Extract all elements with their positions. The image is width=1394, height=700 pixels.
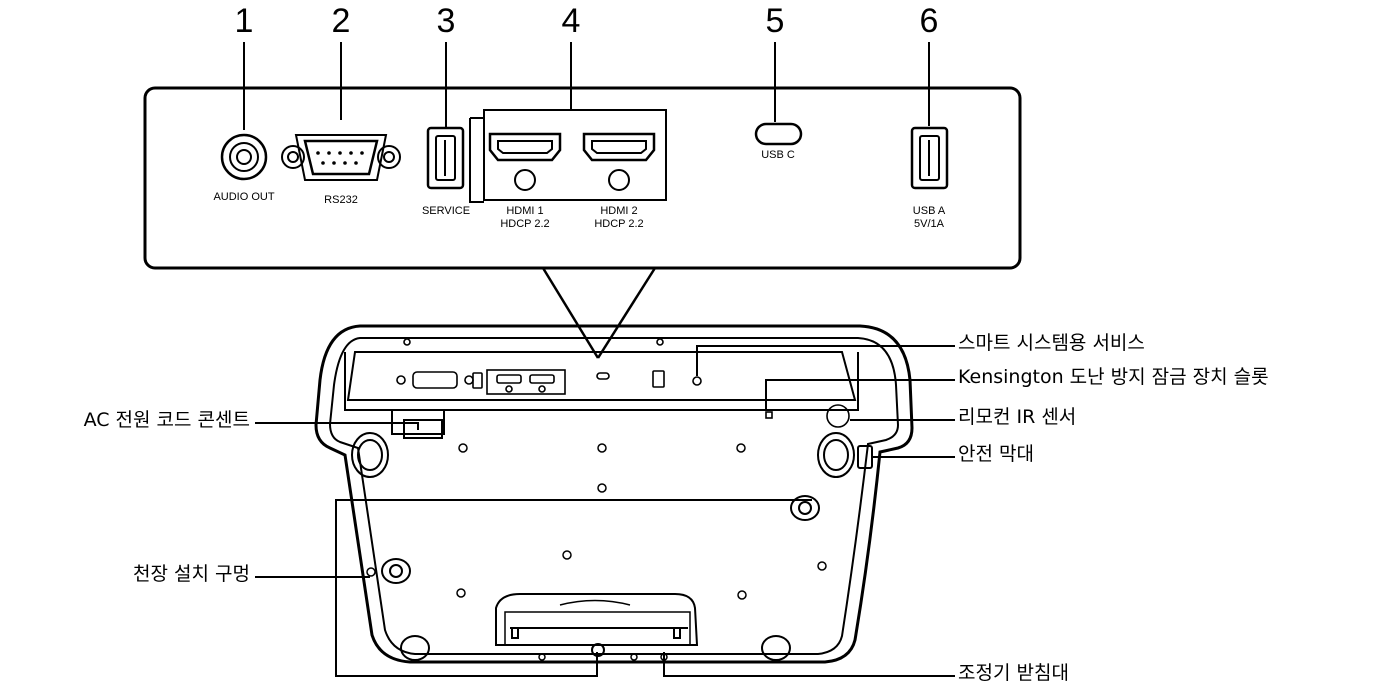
usb-a-label-line2: 5V/1A [914,218,944,230]
rs232-port [281,134,401,181]
screw-holes [366,443,827,661]
callout-kensington: Kensington 도난 방지 잠금 장치 슬롯 [958,366,1269,388]
service-label: SERVICE [421,205,471,217]
service-usb-port [426,126,465,190]
usb-a-label-line1: USB A [912,205,946,217]
usb-c-label: USB C [761,149,795,161]
hdmi2-label-line2: HDCP 2.2 [594,218,644,230]
port-number-1: 1 [234,2,254,40]
usb-a-port [910,126,949,190]
rear-panel-ports [396,338,850,428]
usb-a-label: USB A 5V/1A [913,205,945,231]
audio-out-label: AUDIO OUT [213,191,275,203]
rear-panel-zoom-box [143,86,1022,270]
zoom-line-right [596,267,657,359]
rs232-label: RS232 [324,194,358,206]
ceiling-mount-holes [381,495,820,584]
port-number-6: 6 [919,2,939,40]
hdmi2-label: HDMI 2 HDCP 2.2 [594,205,643,231]
port-number-4: 4 [561,2,581,40]
feet [351,432,873,661]
hdmi1-label-line2: HDCP 2.2 [500,218,550,230]
callout-remote-ir: 리모컨 IR 센서 [958,406,1077,428]
hdmi1-label: HDMI 1 HDCP 2.2 [500,205,549,231]
port-number-3: 3 [436,2,456,40]
hdmi2-label-line1: HDMI 2 [600,205,638,217]
callout-adjuster-foot: 조정기 받침대 [958,662,1069,684]
hdmi-port-group [469,109,667,203]
zoom-line-left [541,267,600,359]
callout-ceiling-holes: 천장 설치 구멍 [133,563,250,585]
port-number-2: 2 [331,2,351,40]
callout-safety-bar: 안전 막대 [958,443,1034,465]
adjuster-foot [495,593,699,657]
port-number-5: 5 [765,2,785,40]
hdmi1-label-line1: HDMI 1 [506,205,544,217]
audio-out-port [220,133,268,181]
callout-ac-power: AC 전원 코드 콘센트 [83,409,250,431]
callout-smart-service: 스마트 시스템용 서비스 [958,332,1145,354]
usb-c-port [754,122,803,146]
callout-lines [255,345,955,677]
